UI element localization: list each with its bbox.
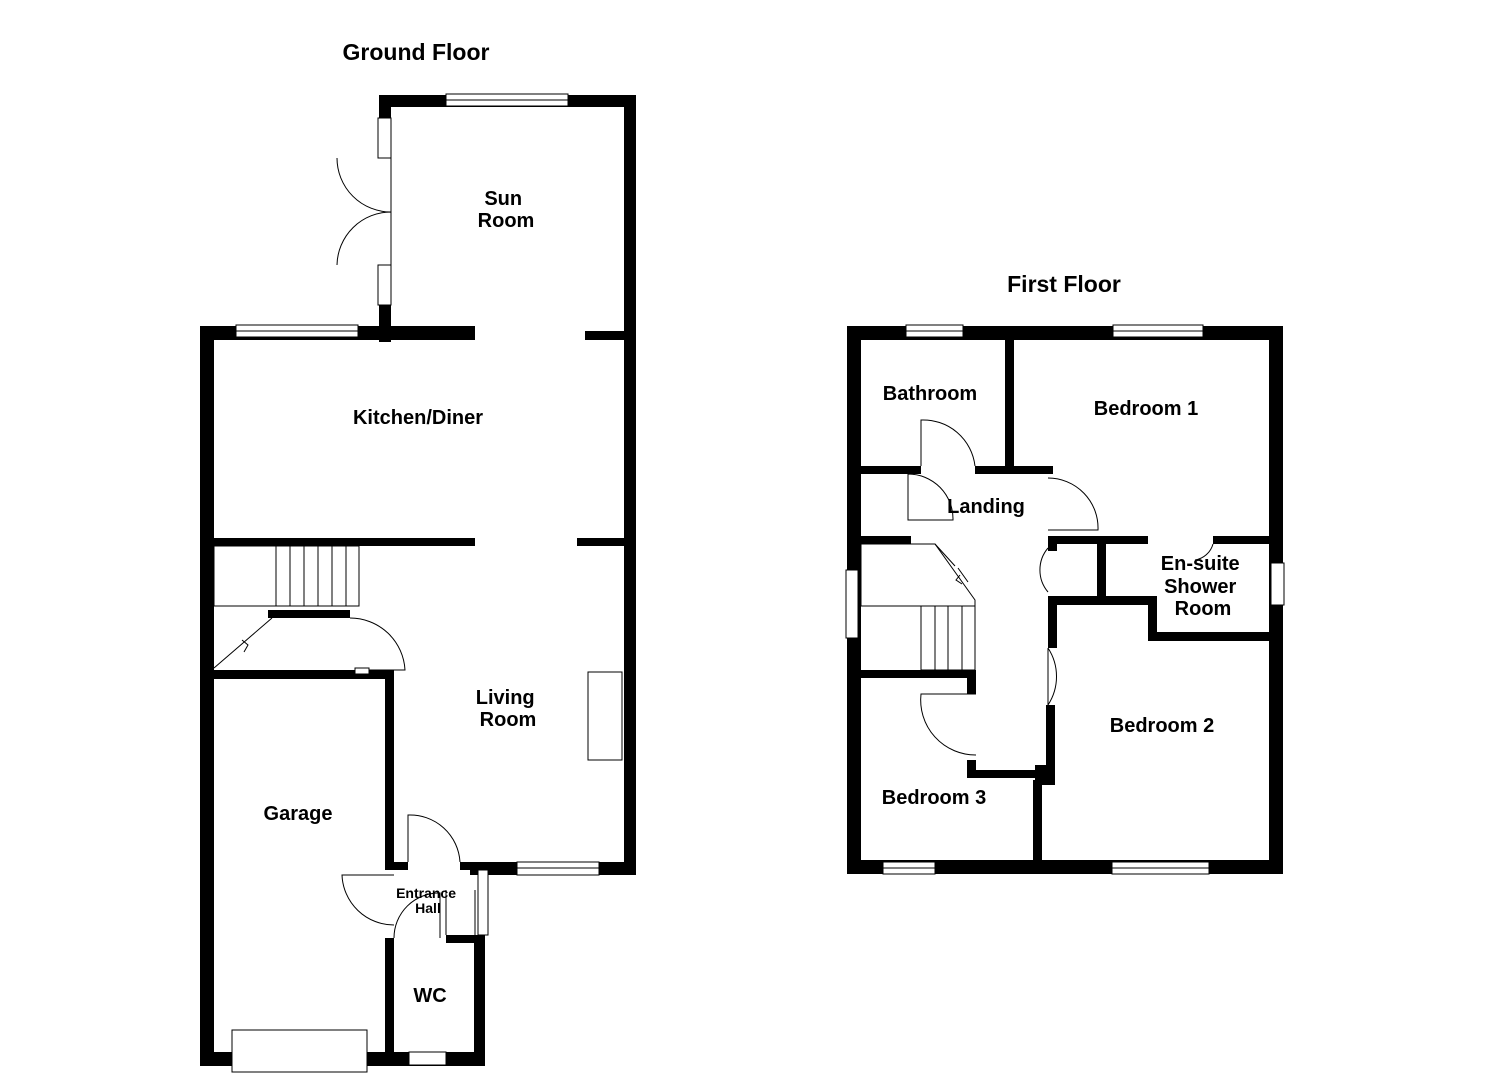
- window: [408, 1051, 447, 1066]
- wall: [1148, 632, 1273, 641]
- ensuite-door: [1194, 543, 1214, 561]
- wall: [624, 95, 636, 875]
- wall: [1048, 536, 1057, 551]
- wall: [446, 935, 485, 943]
- garage-label: Garage: [264, 803, 333, 825]
- wall: [394, 862, 408, 870]
- bedroom-2-label: Bedroom 2: [1110, 715, 1214, 737]
- garage-door: [231, 1029, 368, 1073]
- wall: [1097, 536, 1106, 596]
- front-door: [445, 890, 476, 935]
- wall: [214, 538, 475, 546]
- ground-floor: Ground Floor: [200, 39, 636, 1073]
- wall: [385, 670, 394, 870]
- wall: [577, 538, 627, 546]
- kitchen-diner-label: Kitchen/Diner: [353, 407, 483, 429]
- wall: [975, 466, 1053, 474]
- wall: [385, 938, 394, 1066]
- closet-door: [907, 473, 954, 521]
- fireplace: [587, 671, 623, 761]
- wall: [1148, 596, 1157, 641]
- wall: [268, 610, 350, 618]
- first-floor-title: First Floor: [1007, 271, 1121, 297]
- wc-label: WC: [413, 985, 446, 1007]
- wall: [967, 760, 976, 778]
- entrance-hall-label: Entrance Hall: [396, 885, 460, 916]
- wall: [460, 862, 490, 870]
- wall: [861, 670, 976, 678]
- garage-door-swing: [341, 874, 395, 926]
- bedroom-2-door: [1047, 647, 1057, 707]
- window: [845, 569, 859, 639]
- wall: [861, 466, 921, 474]
- wall: [1048, 596, 1057, 648]
- wall: [967, 670, 976, 694]
- wall: [1213, 536, 1273, 544]
- wall: [967, 770, 1047, 778]
- wall: [861, 536, 911, 544]
- cupboard-door: [1039, 547, 1049, 593]
- wall: [379, 95, 391, 119]
- bathroom-door: [920, 419, 976, 467]
- wall: [214, 670, 394, 679]
- door-frame: [354, 667, 370, 675]
- wall: [474, 935, 485, 1066]
- ensuite-label: En-suite Shower Room: [1161, 553, 1245, 620]
- living-room-door: [407, 814, 461, 863]
- landing-label: Landing: [947, 496, 1025, 518]
- living-room-label: Living Room: [476, 687, 540, 731]
- bedroom-3-label: Bedroom 3: [882, 787, 986, 809]
- cupboard-door: [349, 617, 406, 671]
- staircase: [860, 543, 976, 671]
- bedroom-1-door: [1047, 477, 1099, 531]
- wall: [1048, 596, 1152, 605]
- wall: [585, 331, 627, 340]
- wall: [1005, 340, 1014, 470]
- french-doors: [336, 157, 392, 266]
- wall: [200, 326, 214, 1066]
- window: [477, 869, 489, 936]
- first-floor: First Floor: [845, 271, 1285, 875]
- wall: [1033, 780, 1042, 865]
- window: [377, 264, 392, 306]
- wc-door: [393, 892, 441, 939]
- bathroom-label: Bathroom: [883, 383, 977, 405]
- staircase: [213, 545, 360, 669]
- window: [1270, 562, 1285, 606]
- wall: [1046, 705, 1055, 785]
- window: [377, 117, 392, 159]
- ground-floor-title: Ground Floor: [343, 39, 490, 65]
- bedroom-1-label: Bedroom 1: [1094, 398, 1198, 420]
- bedroom-3-door: [920, 693, 977, 756]
- sun-room-label: Sun Room: [478, 188, 535, 232]
